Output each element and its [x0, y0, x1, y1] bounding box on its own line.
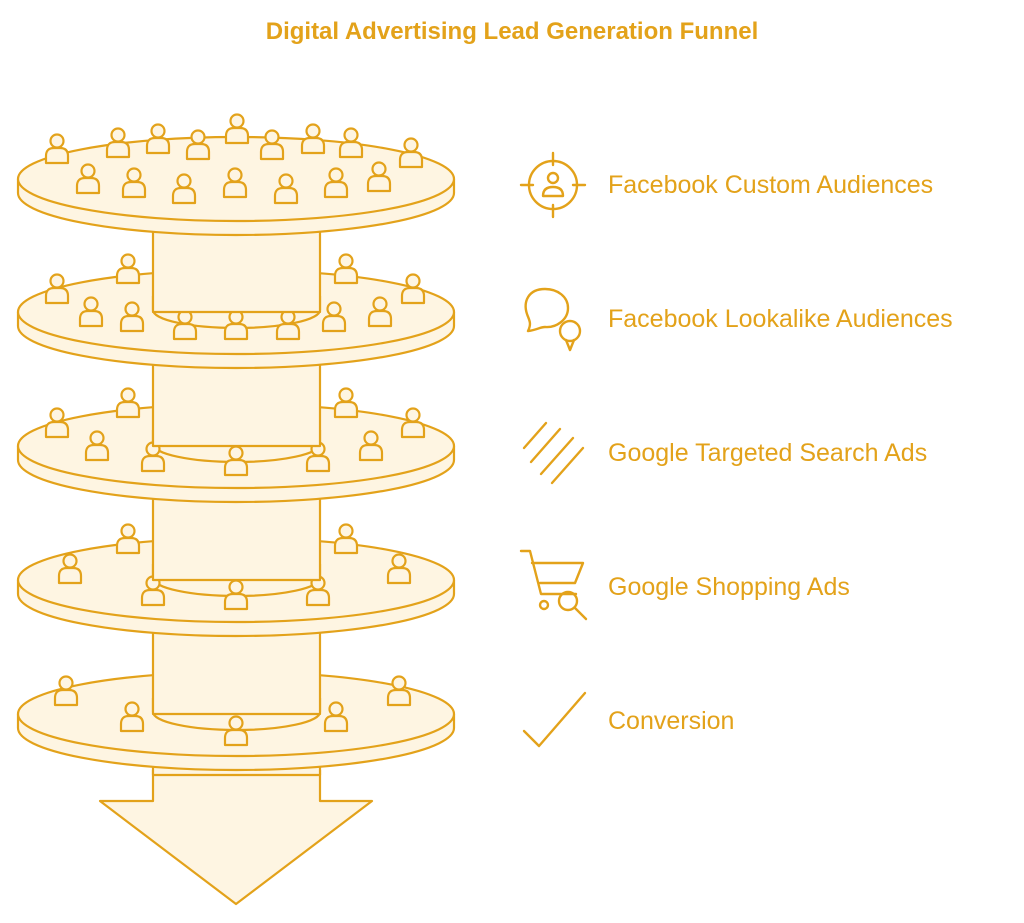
- target-person-icon: [519, 151, 587, 219]
- person-icon: [105, 127, 131, 159]
- person-icon: [115, 523, 141, 555]
- person-icon: [44, 407, 70, 439]
- shopping-cart-search-icon: [519, 549, 588, 621]
- person-icon: [259, 129, 285, 161]
- person-icon: [386, 675, 412, 707]
- person-icon: [53, 675, 79, 707]
- person-icon: [115, 387, 141, 419]
- person-icon: [300, 123, 326, 155]
- person-icon: [185, 129, 211, 161]
- person-icon: [333, 523, 359, 555]
- person-icon: [44, 273, 70, 305]
- person-icon: [398, 137, 424, 169]
- person-icon: [400, 407, 426, 439]
- person-icon: [145, 123, 171, 155]
- chat-bubbles-icon: [524, 287, 582, 352]
- stage-label: Facebook Custom Audiences: [608, 171, 933, 199]
- stripes-icon: [522, 421, 585, 485]
- person-icon: [44, 133, 70, 165]
- person-icon: [115, 253, 141, 285]
- stage-label: Facebook Lookalike Audiences: [608, 305, 953, 333]
- person-icon: [224, 113, 250, 145]
- checkmark-icon: [522, 691, 587, 748]
- person-icon: [333, 253, 359, 285]
- person-icon: [400, 273, 426, 305]
- stage-label: Google Shopping Ads: [608, 573, 850, 601]
- diagram-title: Digital Advertising Lead Generation Funn…: [265, 18, 759, 45]
- stage-label: Google Targeted Search Ads: [608, 439, 927, 467]
- funnel-arrow: [98, 768, 374, 906]
- person-icon: [338, 127, 364, 159]
- stage-label: Conversion: [608, 707, 734, 735]
- person-icon: [333, 387, 359, 419]
